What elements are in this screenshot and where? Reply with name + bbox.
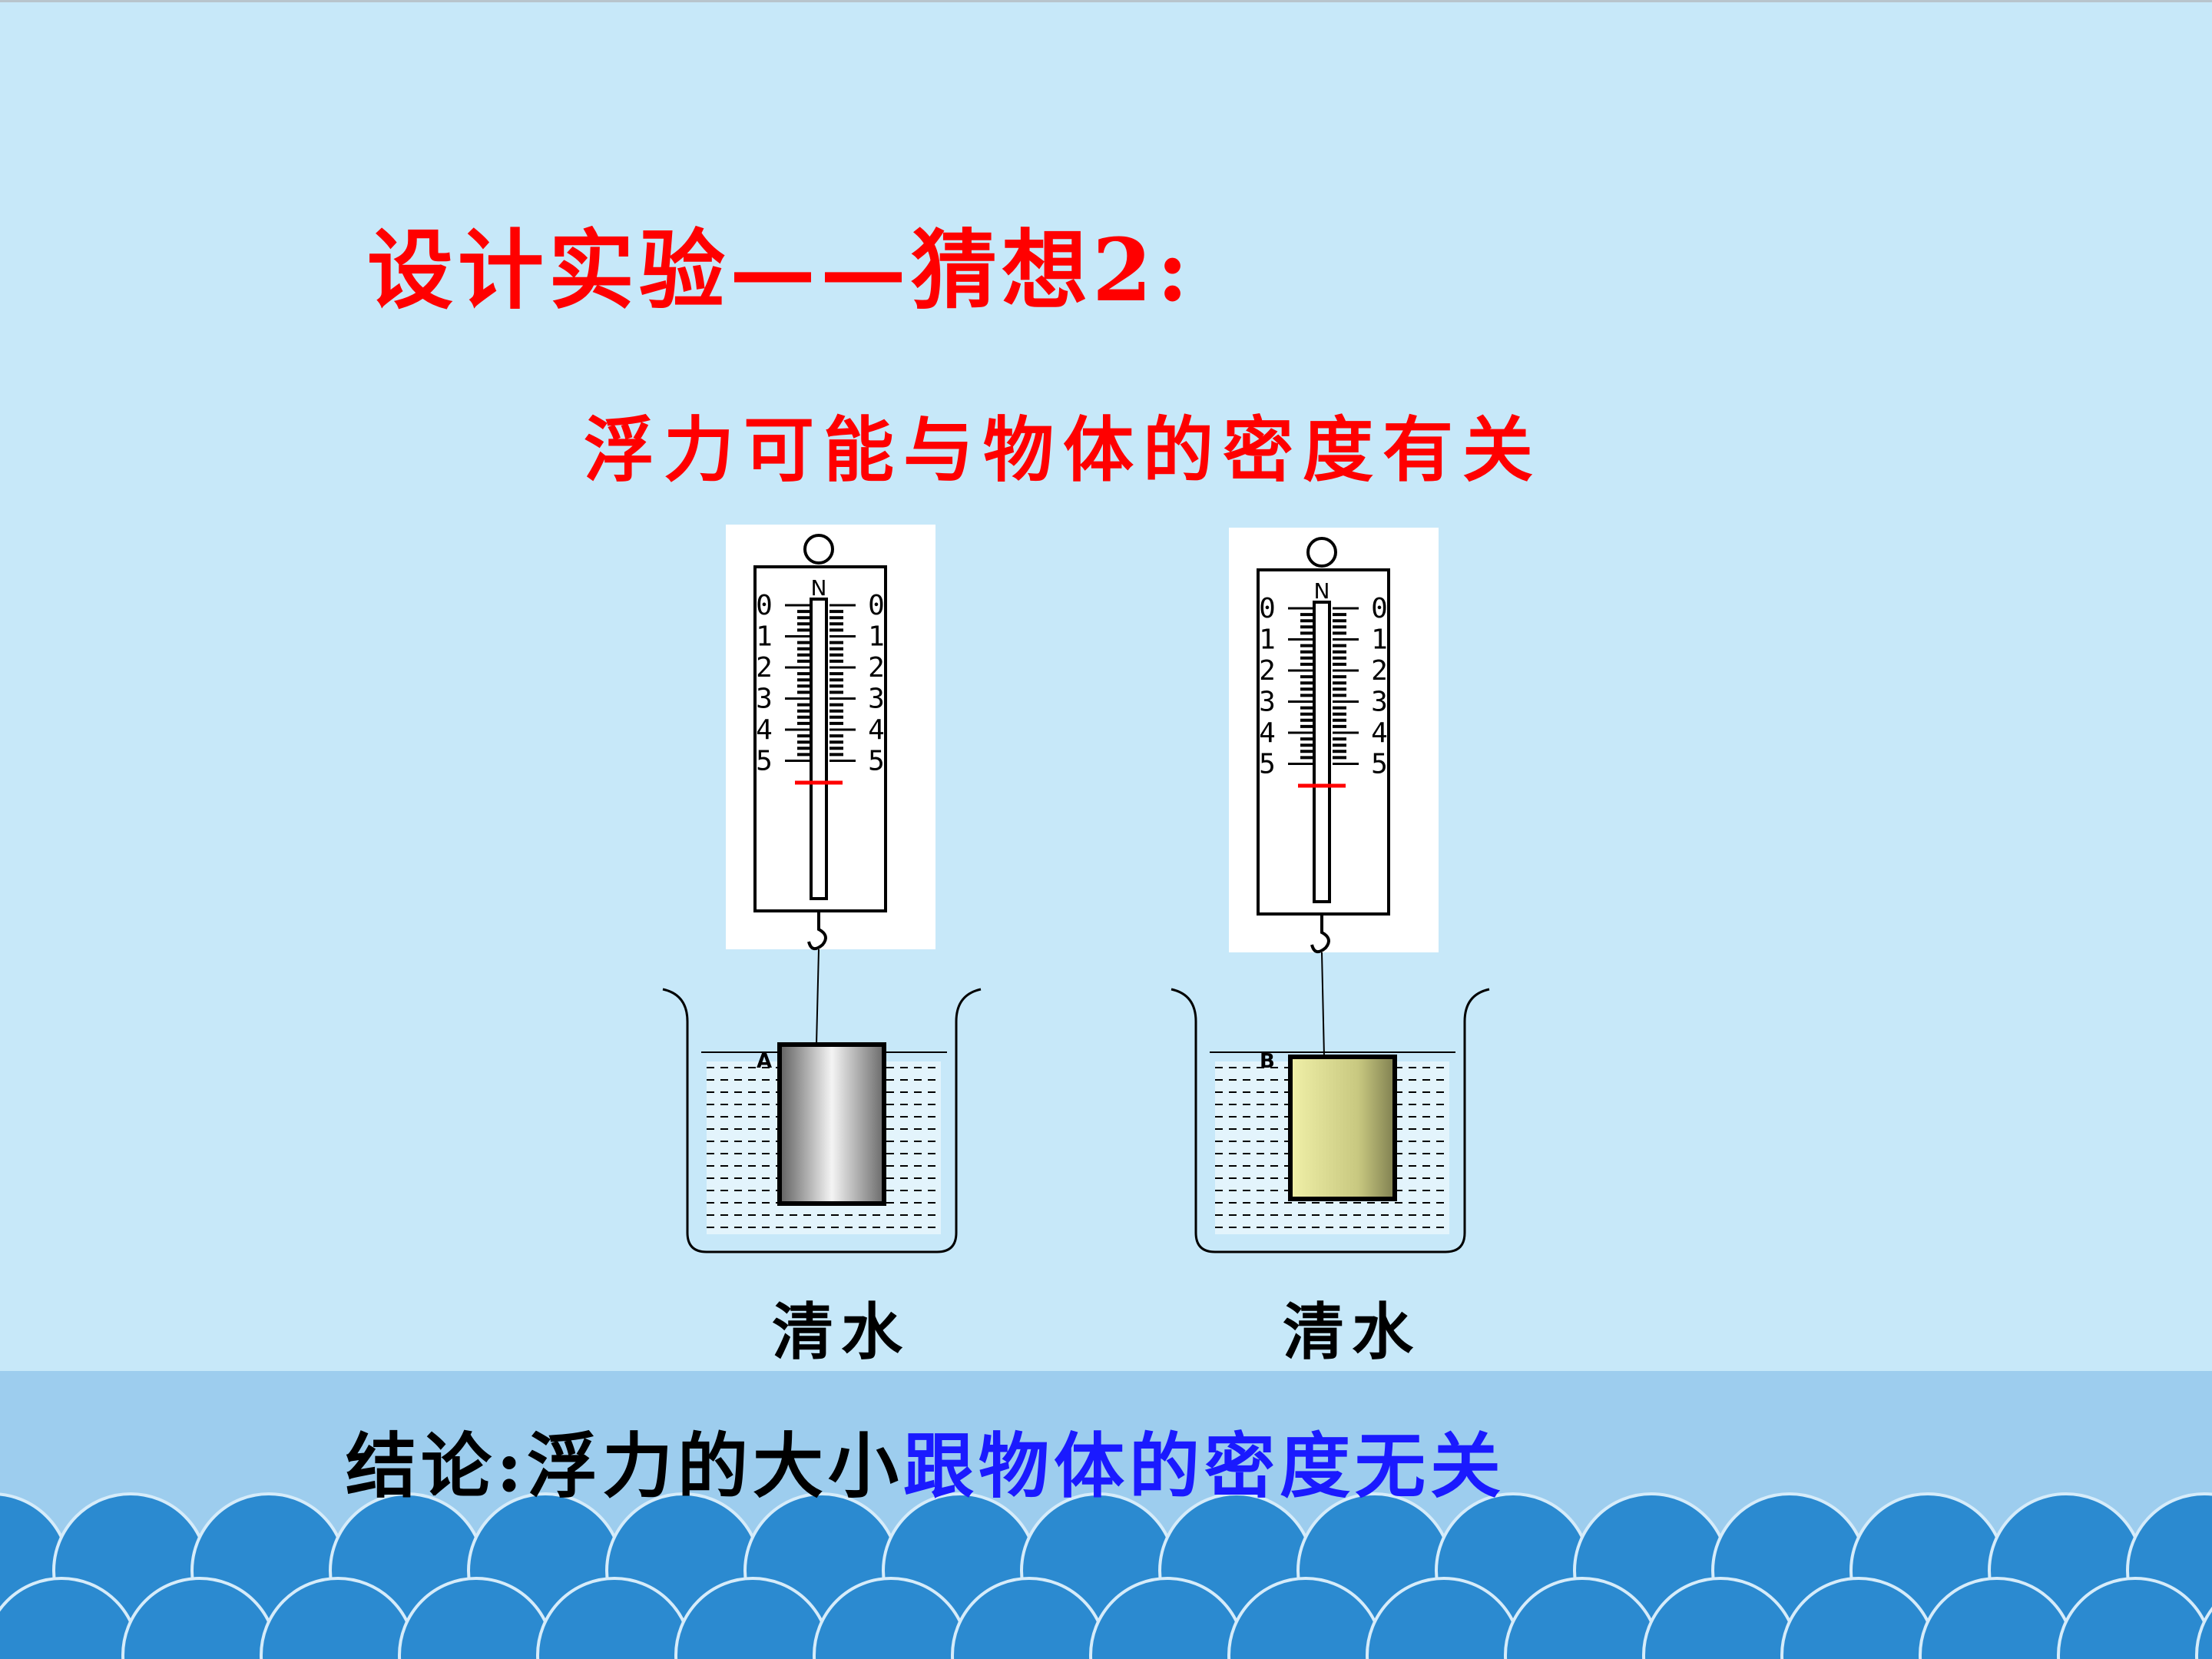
block-b-label: B <box>1260 1050 1275 1073</box>
slide-title: 设计实验——猜想2: <box>367 220 1194 321</box>
liquid-label-a: 清水 <box>772 1296 910 1368</box>
conclusion-prefix: 结论:浮力的大小 <box>346 1425 903 1508</box>
scale-tick-label: 0 <box>868 590 885 621</box>
scale-tick-label: 3 <box>868 684 885 715</box>
scale-a-ring <box>803 534 834 565</box>
scale-b-tube <box>1313 601 1331 903</box>
slide-subtitle: 浮力可能与物体的密度有关 <box>584 409 1543 492</box>
scale-tick-label: 1 <box>1371 624 1388 656</box>
scale-tick-label: 5 <box>756 746 773 777</box>
top-rule <box>0 0 2212 2</box>
scale-tick-label: 2 <box>1259 655 1276 687</box>
scale-b-hook <box>1310 914 1330 954</box>
scale-a-hook <box>807 911 827 951</box>
wave-scallop <box>2195 1606 2212 1659</box>
string-a <box>816 949 820 1045</box>
scale-tick-label: 2 <box>1371 655 1388 687</box>
string-b <box>1321 952 1325 1058</box>
scale-tick-label: 0 <box>1371 593 1388 624</box>
beaker-b <box>1171 988 1490 1253</box>
scale-tick-label: 5 <box>1371 749 1388 780</box>
block-a-label: A <box>757 1050 772 1073</box>
scale-tick-label: 4 <box>1371 717 1388 749</box>
scale-tick-label: 3 <box>1259 687 1276 718</box>
liquid-label-b: 清水 <box>1283 1296 1421 1368</box>
scale-b-ring <box>1306 537 1337 568</box>
scale-tick-label: 1 <box>1259 624 1276 656</box>
scale-a-unit: N <box>811 575 827 601</box>
scale-tick-label: 0 <box>756 590 773 621</box>
block-b <box>1288 1055 1397 1201</box>
scale-tick-label: 1 <box>868 621 885 653</box>
scale-tick-label: 5 <box>868 746 885 777</box>
scale-tick-label: 3 <box>1371 687 1388 718</box>
scale-tick-label: 0 <box>1259 593 1276 624</box>
scale-tick-label: 2 <box>868 652 885 684</box>
beaker-a <box>662 988 982 1253</box>
scale-tick-label: 3 <box>756 684 773 715</box>
scale-tick-label: 5 <box>1259 749 1276 780</box>
scale-tick-label: 2 <box>756 652 773 684</box>
scale-tick-label: 1 <box>756 621 773 653</box>
wave-scallop <box>2057 1577 2212 1659</box>
block-a <box>777 1042 886 1206</box>
wave-decoration <box>0 1492 2212 1659</box>
conclusion-highlight: 跟物体的密度无关 <box>902 1425 1505 1508</box>
scale-b-unit: N <box>1314 578 1330 604</box>
scale-tick-label: 4 <box>756 714 773 746</box>
scale-tick-label: 4 <box>868 714 885 746</box>
scale-tick-label: 4 <box>1259 717 1276 749</box>
scale-a-tube <box>810 598 828 900</box>
conclusion-text: 结论:浮力的大小跟物体的密度无关 <box>346 1409 1505 1512</box>
